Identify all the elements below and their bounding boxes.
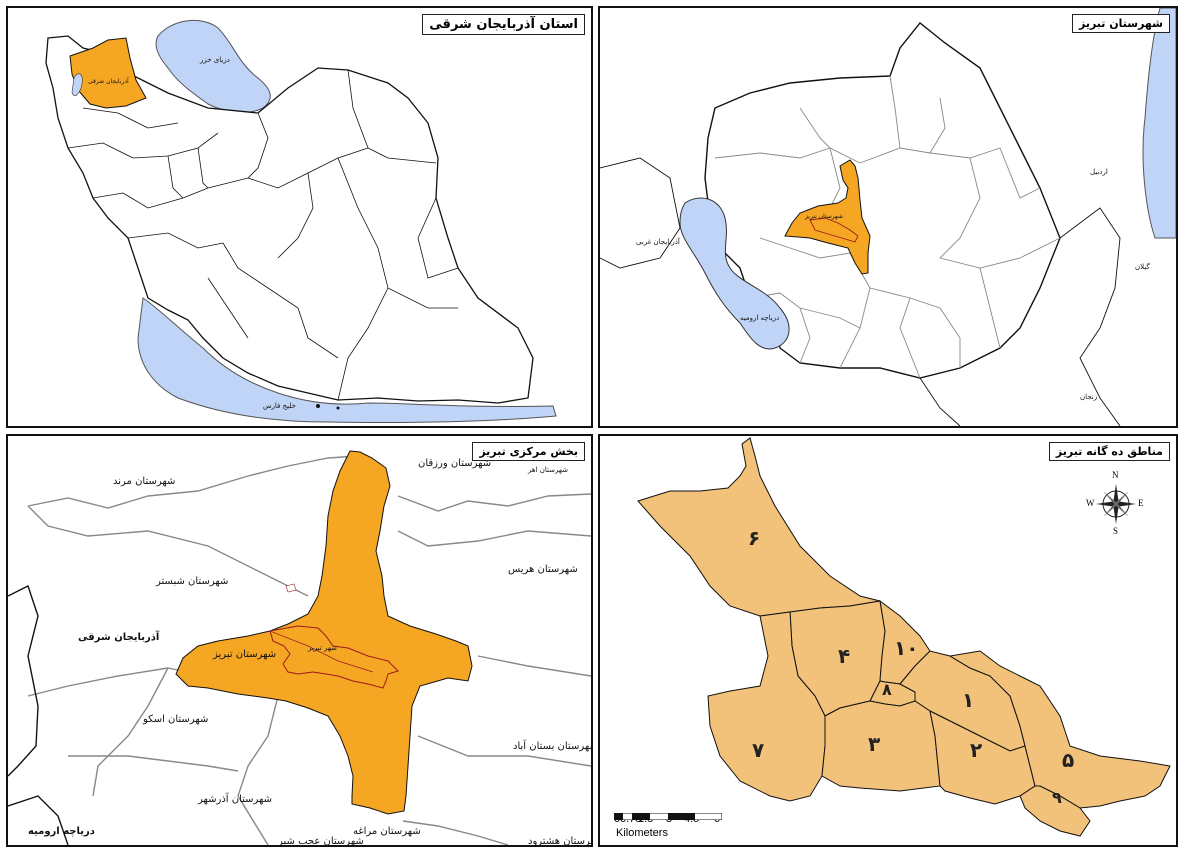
zone-10-label: ۱۰ [894, 636, 919, 660]
zone-8-label: ۸ [882, 680, 892, 699]
zones-group [637, 437, 1171, 837]
zones-map-panel: مناطق ده گانه تبریز ۶ ۴ ۱۰ ۸ ۱ ۷ ۳ ۲ ۵ ۹… [598, 434, 1178, 847]
tabriz-county-highlight [784, 159, 871, 275]
zone-9-label: ۹ [1052, 788, 1062, 807]
shabestar-label: شهرستان شبستر [156, 576, 229, 587]
persian-gulf [137, 297, 557, 423]
persian-gulf-label: خلیج فارس [263, 402, 296, 410]
tabriz-city-outline-big [269, 625, 399, 689]
zone-4-label: ۴ [838, 644, 851, 668]
province-title: استان آذربایجان شرقی [422, 14, 585, 35]
iran-outline [45, 35, 534, 404]
ardabil-label: اردبیل [1090, 168, 1108, 176]
gilan-label: گیلان [1135, 263, 1150, 271]
tabriz-county-label-district: شهرستان تبریز [213, 649, 277, 660]
compass-w: W [1086, 498, 1095, 508]
compass-rose: N S E W [1086, 470, 1144, 536]
ahar-label: شهرستان اهر [528, 466, 568, 474]
varzaqan-label: شهرستان ورزقان [418, 458, 492, 469]
zone-2-label: ۲ [970, 738, 983, 762]
scale-bar: 0 0.75 1.5 3 4.5 6 Kilometers [614, 813, 814, 839]
zones-title: مناطق ده گانه تبریز [1048, 442, 1170, 461]
zone-6 [637, 437, 881, 617]
scale-unit: Kilometers [616, 827, 668, 839]
caspian-edge [1142, 8, 1176, 239]
compass-e: E [1138, 498, 1144, 508]
ajabshir-label: شهرستان عجب شیر [278, 836, 364, 847]
county-map-svg [600, 8, 1176, 426]
district-title: بخش مرکزی تبریز [472, 442, 585, 461]
urmia-lake-small [71, 73, 83, 96]
west-azarbaijan-label: آذربایجان غربی [636, 238, 680, 246]
urmia-lake-label-district: دریاچه ارومیه [28, 826, 95, 837]
compass-s: S [1113, 526, 1119, 536]
county-borders [714, 75, 1061, 379]
marand-label: شهرستان مرند [113, 476, 176, 487]
zone-6-label: ۶ [748, 526, 761, 550]
neighbour-borders [27, 455, 591, 845]
iran-map-svg [45, 19, 557, 423]
compass-n: N [1112, 470, 1119, 480]
zone-3 [821, 700, 941, 792]
osku-label: شهرستان اسکو [143, 714, 209, 725]
county-title: شهرستان تبریز [1071, 14, 1170, 33]
east-azarbaijan-outline [704, 22, 1061, 379]
hashtrud-label: شهرستان هشترود [528, 836, 591, 847]
zone-5-label: ۵ [1062, 748, 1075, 772]
province-map-panel: استان آذربایجان شرقی دریای خزر خلیج فارس… [6, 6, 593, 428]
zones-map-svg [637, 437, 1171, 837]
urmia-lake [679, 197, 790, 350]
scale-bar-graphic [614, 813, 722, 820]
county-map-panel: شهرستان تبریز دریاچه ارومیه آذربایجان غر… [598, 6, 1178, 428]
east-azarbaijan-label: آذربایجان شرقی [88, 78, 129, 85]
central-district-highlight [175, 450, 473, 815]
maragheh-label: شهرستان مراغه [353, 826, 421, 837]
zone-1-label: ۱ [962, 688, 975, 712]
zanjan-label: زنجان [1080, 393, 1098, 401]
district-map-svg [8, 450, 591, 845]
province-borders [67, 69, 459, 401]
tabriz-city-label: شهر تبریز [308, 644, 337, 652]
tabriz-county-label: شهرستان تبریز [805, 213, 843, 220]
urmia-lake-label: دریاچه ارومیه [740, 314, 780, 322]
compass-icon [1096, 484, 1136, 524]
zone-7 [707, 611, 826, 802]
heris-label: شهرستان هریس [508, 564, 578, 575]
zone-9 [1019, 785, 1091, 837]
tabriz-city-outline [809, 217, 859, 243]
zone-3-label: ۳ [868, 732, 881, 756]
district-map-panel: بخش مرکزی تبریز شهرستان مرند شهرستان ورز… [6, 434, 593, 847]
zone-7-label: ۷ [752, 738, 765, 762]
east-azarbaijan-label-district: آذربایجان شرقی [78, 632, 160, 643]
caspian-label: دریای خزر [200, 56, 230, 64]
azarshahr-label: شهرستان آذرشهر [198, 794, 273, 805]
bostanabad-label: شهرستان بستان آباد [513, 741, 593, 752]
